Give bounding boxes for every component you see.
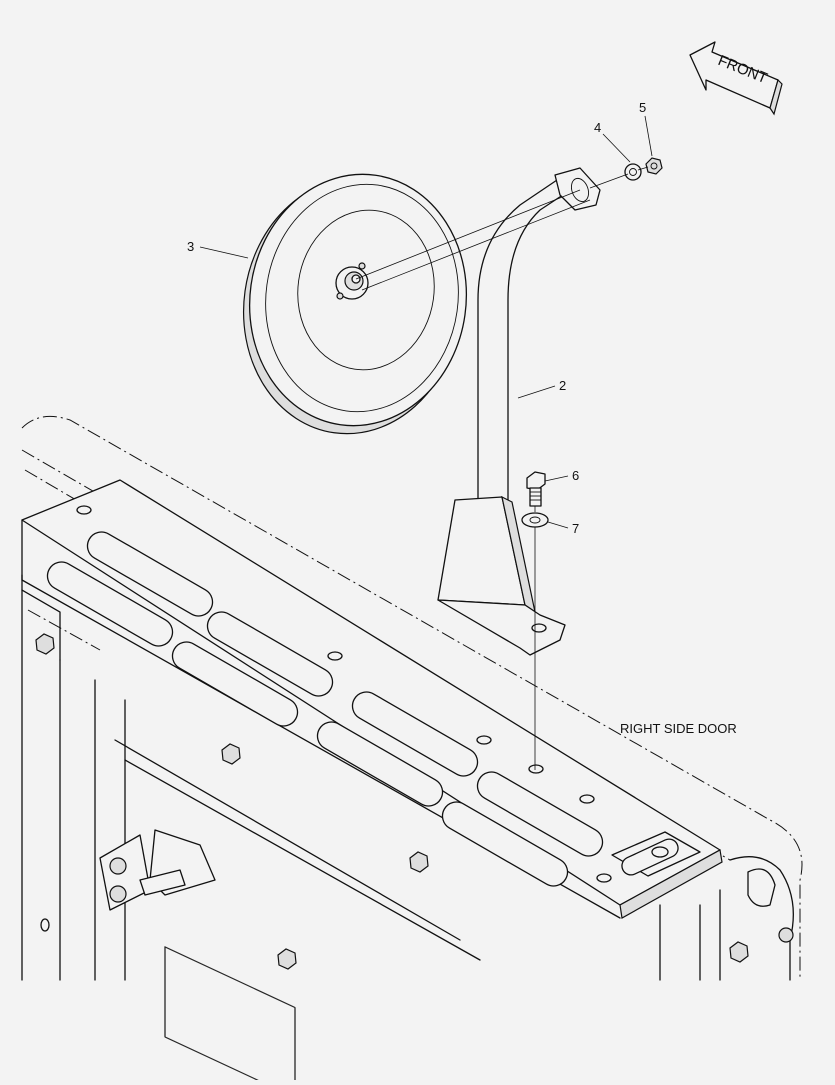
hinge-hardware: [659, 856, 794, 981]
callout-2: 2: [559, 378, 566, 393]
callout-6: 6: [572, 468, 579, 483]
mirror-head: [242, 173, 468, 435]
frame-nuts: [35, 633, 749, 963]
latch-assembly: [40, 829, 297, 1085]
hardware-parts: [521, 157, 663, 528]
callout-4: 4: [594, 120, 601, 135]
front-arrow: FRONT: [689, 41, 783, 116]
callout-3: 3: [187, 239, 194, 254]
callout-7: 7: [572, 521, 579, 536]
callout-5: 5: [639, 100, 646, 115]
callout-leaders: [199, 115, 653, 529]
location-label: RIGHT SIDE DOOR: [620, 721, 737, 736]
assembly-lines: [355, 166, 649, 770]
callout-labels: 3 2 4 5 6 7 RIGHT SIDE DOOR: [187, 100, 737, 736]
mirror-bracket: [437, 167, 601, 656]
mounting-rail: [21, 479, 723, 919]
